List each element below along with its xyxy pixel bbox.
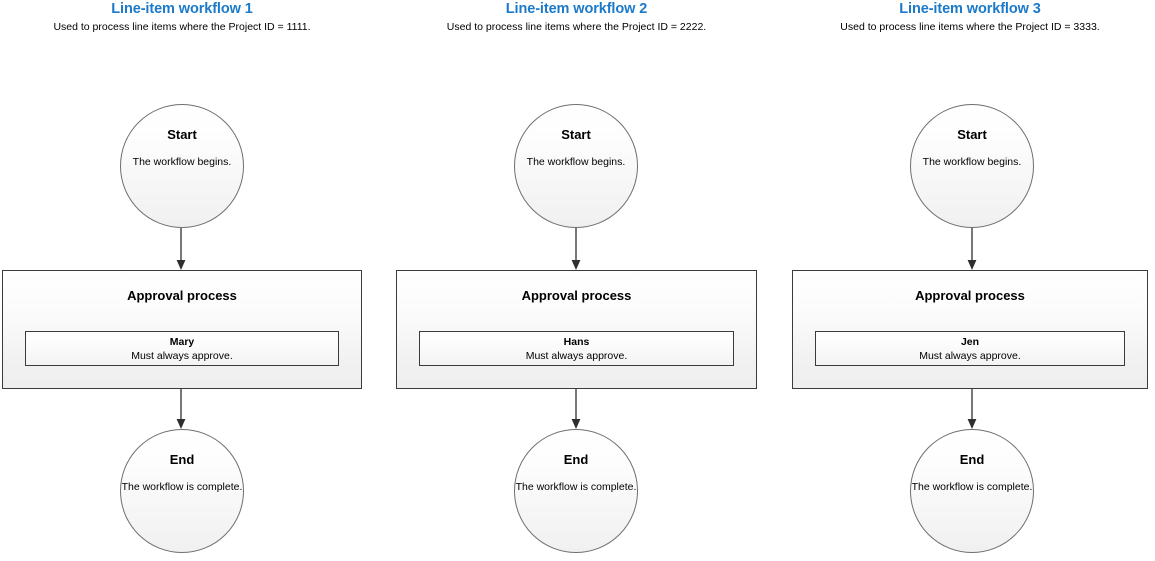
start-node-label-1: Start xyxy=(167,127,197,142)
workflow-title-2: Line-item workflow 2 xyxy=(505,1,648,17)
start-node-description-3: The workflow begins. xyxy=(922,156,1022,168)
end-node-description-2: The workflow is complete. xyxy=(515,481,637,493)
approver-name-2: Hans xyxy=(563,336,590,348)
end-node-1[interactable]: End The workflow is complete. xyxy=(120,429,244,553)
workflow-title-1: Line-item workflow 1 xyxy=(111,1,253,17)
workflow-subtitle-3: Used to process line items where the Pro… xyxy=(840,21,1100,33)
approver-rule-1: Must always approve. xyxy=(131,350,233,362)
workflow-header-3: Line-item workflow 3 Used to process lin… xyxy=(792,0,1148,35)
workflow-column-2: Line-item workflow 2 Used to process lin… xyxy=(396,0,757,561)
approver-name-1: Mary xyxy=(169,336,195,348)
end-node-label-3: End xyxy=(959,452,985,467)
end-node-label-2: End xyxy=(563,452,589,467)
end-node-label-1: End xyxy=(169,452,195,467)
start-node-label-2: Start xyxy=(561,127,591,142)
end-node-3[interactable]: End The workflow is complete. xyxy=(910,429,1034,553)
approval-process-box-2[interactable]: Approval process Hans Must always approv… xyxy=(396,270,757,389)
start-node-2[interactable]: Start The workflow begins. xyxy=(514,104,638,228)
workflow-header-2: Line-item workflow 2 Used to process lin… xyxy=(396,0,757,35)
workflow-column-1: Line-item workflow 1 Used to process lin… xyxy=(2,0,362,561)
connector-arrow-start-to-process-2 xyxy=(569,228,583,271)
connector-arrow-start-to-process-3 xyxy=(965,228,979,271)
workflow-column-3: Line-item workflow 3 Used to process lin… xyxy=(792,0,1148,561)
end-node-2[interactable]: End The workflow is complete. xyxy=(514,429,638,553)
workflow-subtitle-2: Used to process line items where the Pro… xyxy=(446,21,707,33)
approver-rule-3: Must always approve. xyxy=(919,350,1021,362)
start-node-1[interactable]: Start The workflow begins. xyxy=(120,104,244,228)
approver-box-1[interactable]: Mary Must always approve. xyxy=(25,331,339,366)
start-node-description-2: The workflow begins. xyxy=(526,156,626,168)
end-node-description-1: The workflow is complete. xyxy=(121,481,243,493)
approver-box-2[interactable]: Hans Must always approve. xyxy=(419,331,734,366)
start-node-description-1: The workflow begins. xyxy=(132,156,232,168)
approver-name-3: Jen xyxy=(960,336,980,348)
connector-arrow-process-to-end-2 xyxy=(569,389,583,430)
connector-arrow-start-to-process-1 xyxy=(174,228,188,271)
approval-process-box-3[interactable]: Approval process Jen Must always approve… xyxy=(792,270,1148,389)
end-node-description-3: The workflow is complete. xyxy=(911,481,1033,493)
approval-process-label-3: Approval process xyxy=(915,288,1025,303)
start-node-3[interactable]: Start The workflow begins. xyxy=(910,104,1034,228)
workflow-header-1: Line-item workflow 1 Used to process lin… xyxy=(2,0,362,35)
approval-process-label-1: Approval process xyxy=(127,288,237,303)
workflow-subtitle-1: Used to process line items where the Pro… xyxy=(53,21,311,33)
workflow-title-3: Line-item workflow 3 xyxy=(899,1,1041,17)
approval-process-label-2: Approval process xyxy=(521,288,632,303)
connector-arrow-process-to-end-3 xyxy=(965,389,979,430)
start-node-label-3: Start xyxy=(957,127,987,142)
approver-rule-2: Must always approve. xyxy=(525,350,628,362)
approval-process-box-1[interactable]: Approval process Mary Must always approv… xyxy=(2,270,362,389)
connector-arrow-process-to-end-1 xyxy=(174,389,188,430)
approver-box-3[interactable]: Jen Must always approve. xyxy=(815,331,1125,366)
